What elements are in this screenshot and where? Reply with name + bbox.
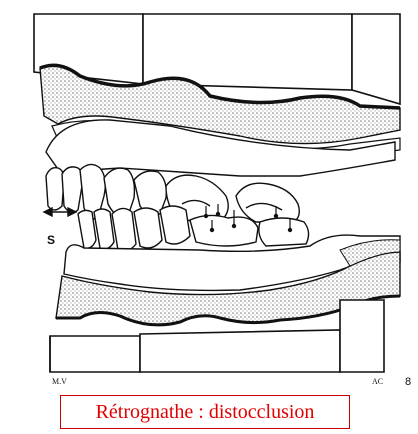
retrusion-arrow	[44, 208, 76, 216]
upper-molar-2	[236, 183, 299, 222]
lower-premolar-2	[160, 206, 190, 244]
upper-incisor-2	[62, 167, 83, 212]
movement-label: S	[47, 233, 55, 247]
lower-incisor-2	[94, 209, 114, 249]
lower-canine	[112, 208, 136, 251]
lower-molar-1	[190, 215, 258, 246]
artist-signature-right: AC	[372, 377, 383, 386]
caption-box: Rétrognathe : distocclusion	[60, 395, 350, 429]
lower-premolar-1	[134, 208, 162, 248]
figure-number: 8	[405, 376, 411, 388]
artist-signature-left: M.V	[52, 377, 67, 386]
lower-molar-2	[259, 218, 309, 246]
caption-text: Rétrognathe : distocclusion	[96, 401, 315, 424]
